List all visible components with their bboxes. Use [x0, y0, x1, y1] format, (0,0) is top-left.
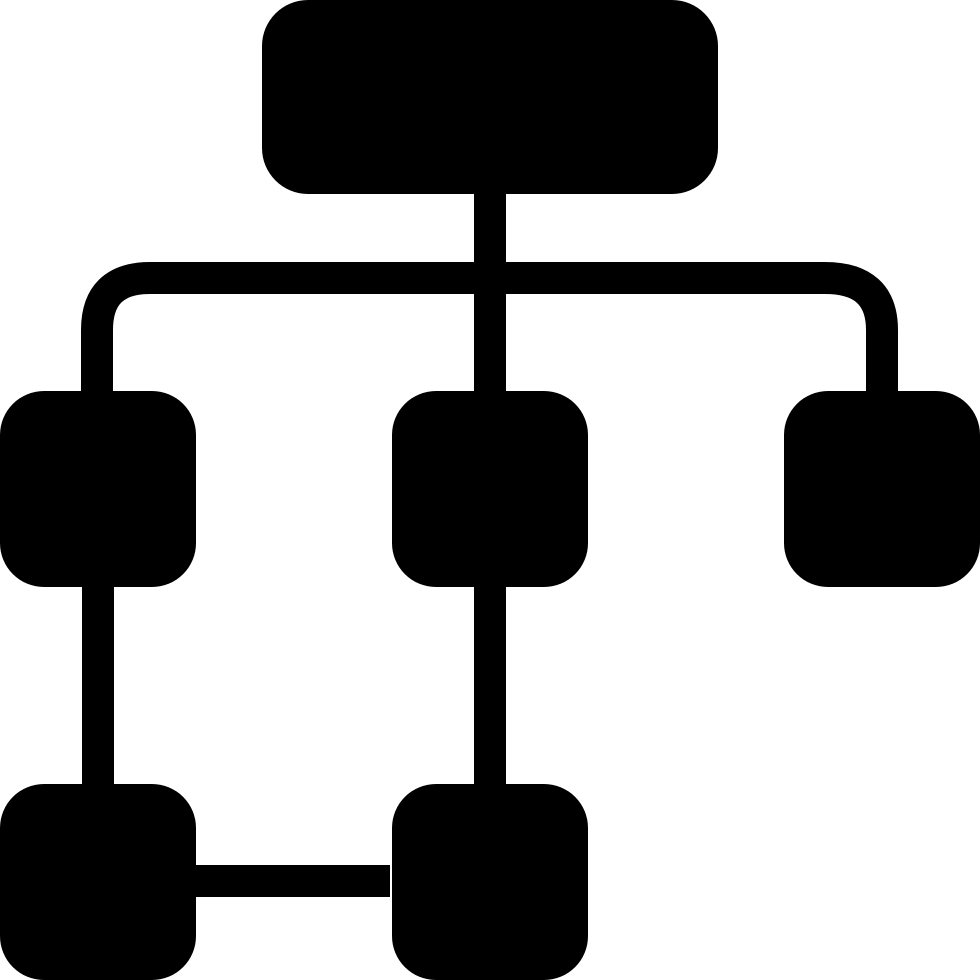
grandchild-node-left	[0, 784, 196, 980]
child-node-middle	[392, 391, 588, 587]
trunk-connector	[474, 194, 506, 400]
bottom-horizontal-connector	[194, 865, 390, 897]
grandchild-node-middle	[392, 784, 588, 980]
root-node	[262, 0, 718, 194]
child-node-right	[784, 391, 980, 587]
left-vertical-connector	[82, 585, 114, 795]
branch-connector	[81, 262, 898, 400]
middle-vertical-connector	[474, 585, 506, 795]
child-node-left	[0, 391, 196, 587]
connectors	[81, 194, 898, 897]
